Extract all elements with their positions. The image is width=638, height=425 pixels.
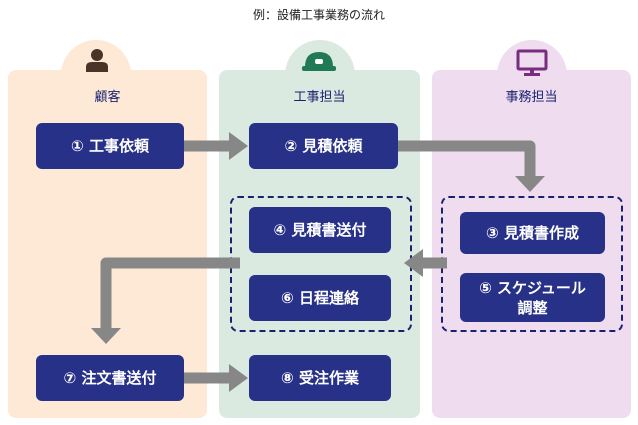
arrow-3-to-4-head <box>404 249 423 277</box>
customer-lane-label: 顧客 <box>94 90 121 105</box>
construction-lane-label: 工事担当 <box>293 90 346 105</box>
page-title: 例：設備工事業務の流れ <box>252 8 385 22</box>
step-2-quote-request[interactable]: ② 見積依頼 <box>249 123 398 169</box>
arrow-2-to-3-line <box>398 140 536 178</box>
arrow-4-to-7-line <box>100 257 240 330</box>
step-1-construction-request[interactable]: ① 工事依頼 <box>36 123 184 169</box>
step-8-order-work[interactable]: ⑧ 受注作業 <box>249 355 391 401</box>
step-4-quote-delivery[interactable]: ④ 見積書送付 <box>249 207 391 253</box>
step-7-order-delivery[interactable]: ⑦ 注文書送付 <box>36 355 184 401</box>
step-3-quote-creation[interactable]: ③ 見積書作成 <box>460 212 605 254</box>
monitor-icon <box>516 49 548 76</box>
arrow-4-to-7-head <box>91 328 121 344</box>
person-icon <box>86 49 108 72</box>
hard-hat-icon <box>302 52 336 71</box>
office-lane-label: 事務担当 <box>505 90 558 105</box>
arrow-7-to-8-head <box>229 364 248 392</box>
step-6-date-notice[interactable]: ⑥ 日程連絡 <box>249 275 391 321</box>
arrow-1-to-2-head <box>229 132 248 160</box>
arrow-2-to-3-head <box>515 176 545 192</box>
step-5-schedule-adjustment[interactable]: ⑤ スケジュール 調整 <box>460 273 605 322</box>
